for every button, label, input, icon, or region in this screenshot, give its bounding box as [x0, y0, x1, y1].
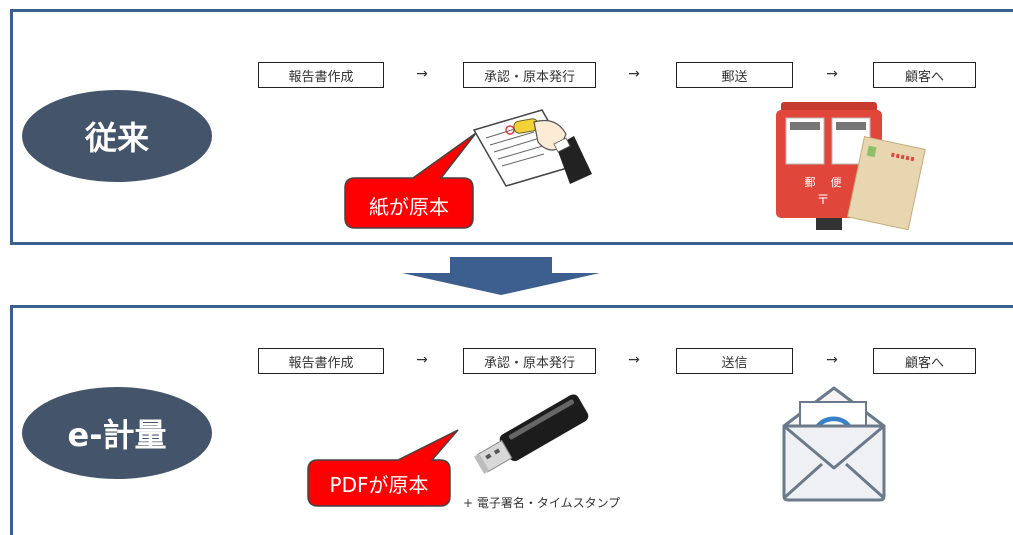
before-step-mail: 郵送	[676, 62, 793, 88]
before-callout-bubble	[344, 132, 477, 229]
after-arrow-1: →	[416, 352, 428, 368]
after-arrow-3: →	[826, 352, 838, 368]
before-arrow-2: →	[628, 66, 640, 82]
after-step-approve: 承認・原本発行	[463, 348, 596, 374]
before-arrow-1: →	[416, 66, 428, 82]
after-step-customer: 顧客へ	[873, 348, 976, 374]
after-label: e-計量	[22, 387, 212, 479]
after-step-report: 報告書作成	[258, 348, 384, 374]
usb-drive-icon	[474, 394, 589, 474]
transition-down-arrow	[402, 257, 600, 295]
postbox-text-1: 郵	[805, 176, 816, 189]
before-label: 従来	[22, 90, 212, 182]
before-step-customer: 顧客へ	[873, 62, 976, 88]
after-panel	[10, 305, 1013, 535]
before-arrow-3: →	[826, 66, 838, 82]
signature-timestamp-note: + 電子署名・タイムスタンプ	[463, 496, 621, 510]
after-arrow-2: →	[628, 352, 640, 368]
after-callout-text: PDFが原本	[329, 472, 429, 497]
before-callout-text: 紙が原本	[369, 194, 449, 219]
after-step-send: 送信	[676, 348, 793, 374]
email-envelope-icon: @	[782, 386, 886, 502]
postbox-mark: 〒	[816, 193, 829, 208]
before-step-approve: 承認・原本発行	[463, 62, 596, 88]
postbox-text-2: 便	[831, 176, 842, 189]
before-panel	[10, 9, 1013, 245]
before-step-report: 報告書作成	[258, 62, 384, 88]
postbox-icon: 郵 便 〒	[776, 102, 926, 231]
signing-document-icon	[472, 109, 592, 187]
after-callout-bubble	[307, 429, 459, 507]
